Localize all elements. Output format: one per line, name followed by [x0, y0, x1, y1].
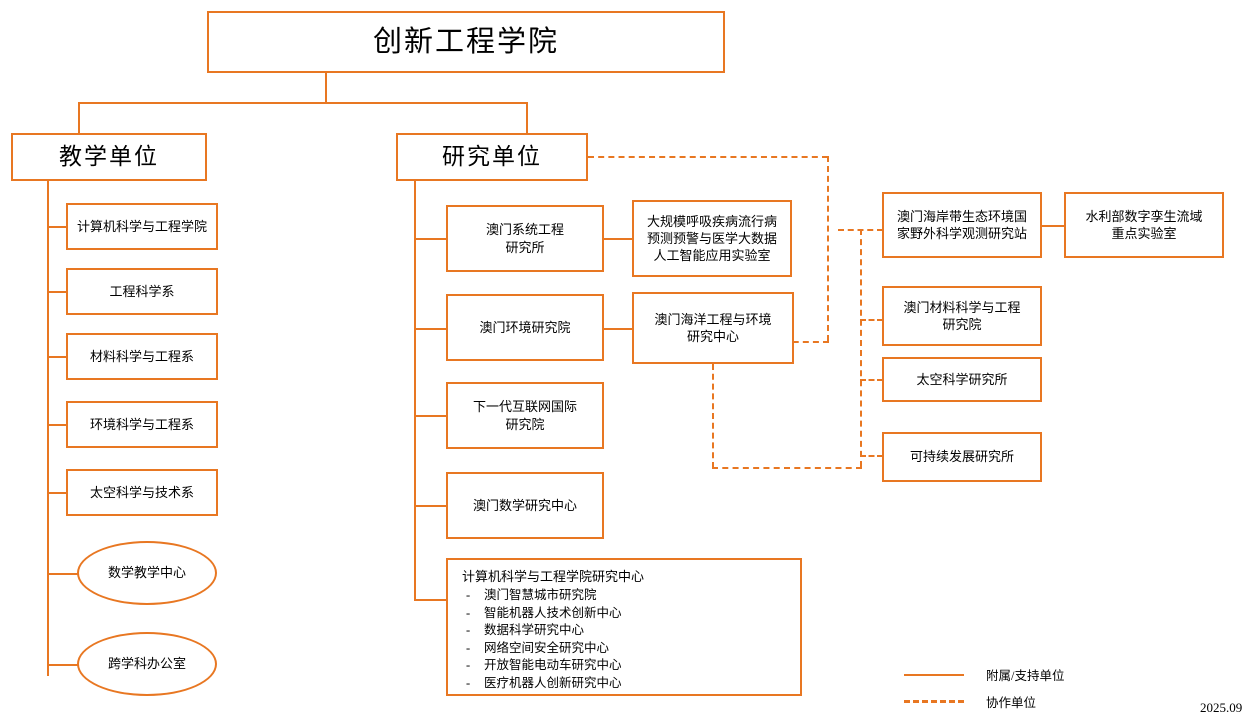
affiliated-unit-box-2: 澳门材料科学与工程 研究院: [882, 286, 1042, 346]
root-node-innovation-engineering-college: 创新工程学院: [207, 11, 725, 73]
cse-research-centers-list: 澳门智慧城市研究院 智能机器人技术创新中心 数据科学研究中心 网络空间安全研究中…: [462, 589, 800, 689]
connector-subunit-stub-2: [604, 328, 633, 330]
datestamp: 2025.09: [1200, 700, 1243, 715]
list-item: 医疗机器人创新研究中心: [462, 676, 800, 690]
dashed-stub-affiliated-2: [860, 319, 883, 321]
connector-teaching-stub-6: [47, 573, 78, 575]
cse-research-centers-box: 计算机科学与工程学院研究中心 澳门智慧城市研究院 智能机器人技术创新中心 数据科…: [446, 558, 802, 696]
connector-teaching-trunk: [47, 181, 49, 676]
cse-research-centers-title: 计算机科学与工程学院研究中心: [462, 569, 645, 584]
research-unit-box-3: 下一代互联网国际 研究院: [446, 382, 604, 449]
connector-research-trunk: [414, 181, 416, 600]
connector-root-bus: [78, 102, 528, 104]
list-item: 智能机器人技术创新中心: [462, 606, 800, 620]
teaching-unit-box-5: 太空科学与技术系: [66, 469, 218, 516]
connector-research-stub-5: [414, 599, 447, 601]
connector-research-stub-3: [414, 415, 447, 417]
connector-teaching-stub-1: [47, 226, 66, 228]
connector-teaching-stub-5: [47, 492, 66, 494]
research-unit-box-1: 澳门系统工程 研究所: [446, 205, 604, 272]
connector-teaching-stub-3: [47, 356, 66, 358]
teaching-unit-box-2: 工程科学系: [66, 268, 218, 315]
dashed-bottom-run: [712, 467, 862, 469]
branch-header-teaching: 教学单位: [11, 133, 207, 181]
connector-affiliated-to-farright: [1042, 225, 1065, 227]
affiliated-unit-box-4: 可持续发展研究所: [882, 432, 1042, 482]
dashed-stub-affiliated-1: [838, 229, 883, 231]
dashed-right-riser: [860, 229, 862, 467]
legend-solid-line-icon: [904, 673, 964, 676]
teaching-unit-oval-1: 数学教学中心: [77, 541, 217, 605]
research-subunit-box-2: 澳门海洋工程与环境 研究中心: [632, 292, 794, 364]
legend-row-dashed: 协作单位: [904, 692, 1036, 711]
connector-research-stub-1: [414, 238, 447, 240]
connector-teaching-stub-4: [47, 424, 66, 426]
branch-header-research: 研究单位: [396, 133, 588, 181]
far-right-unit-box-1: 水利部数字孪生流域 重点实验室: [1064, 192, 1224, 258]
research-unit-box-2: 澳门环境研究院: [446, 294, 604, 361]
dashed-research-east: [588, 156, 828, 158]
list-item: 开放智能电动车研究中心: [462, 659, 800, 672]
list-item: 澳门智慧城市研究院: [462, 589, 800, 602]
legend-row-solid: 附属/支持单位: [904, 665, 1064, 684]
connector-teaching-stub-2: [47, 291, 66, 293]
affiliated-unit-box-1: 澳门海岸带生态环境国 家野外科学观测研究站: [882, 192, 1042, 258]
teaching-unit-box-3: 材料科学与工程系: [66, 333, 218, 380]
research-subunit-box-1: 大规模呼吸疾病流行病 预测预警与医学大数据 人工智能应用实验室: [632, 200, 792, 277]
affiliated-unit-box-3: 太空科学研究所: [882, 357, 1042, 402]
list-item: 网络空间安全研究中心: [462, 641, 800, 655]
legend-label-collaborative: 协作单位: [986, 696, 1037, 710]
dashed-stub-affiliated-4: [860, 455, 883, 457]
connector-to-teaching: [78, 102, 80, 133]
research-unit-box-4: 澳门数学研究中心: [446, 472, 604, 539]
dashed-vertical-main: [827, 156, 829, 341]
connector-subunit-stub-1: [604, 238, 633, 240]
teaching-unit-oval-2: 跨学科办公室: [77, 632, 217, 696]
legend-dashed-line-icon: [904, 700, 964, 703]
dashed-stub-affiliated-3: [860, 379, 883, 381]
connector-research-stub-2: [414, 328, 447, 330]
connector-teaching-stub-7: [47, 664, 78, 666]
list-item: 数据科学研究中心: [462, 624, 800, 637]
connector-research-stub-4: [414, 505, 447, 507]
teaching-unit-box-1: 计算机科学与工程学院: [66, 203, 218, 250]
connector-to-research: [526, 102, 528, 133]
dashed-from-marine-center: [712, 364, 714, 468]
legend-label-affiliated: 附属/支持单位: [986, 669, 1065, 683]
teaching-unit-box-4: 环境科学与工程系: [66, 401, 218, 448]
connector-root-down: [325, 73, 327, 103]
